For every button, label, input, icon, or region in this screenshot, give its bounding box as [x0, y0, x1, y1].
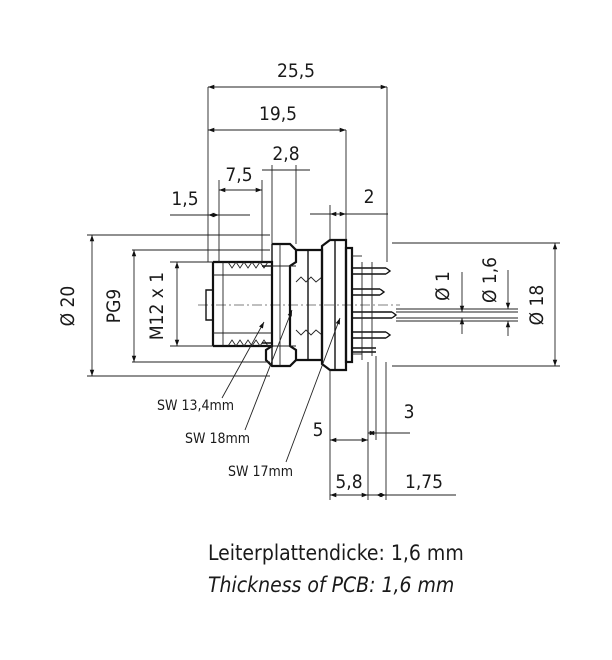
wrench-size-18: SW 18mm: [185, 431, 250, 447]
side-dimensions: [87, 234, 560, 377]
dimension-labels: 25,5 19,5 2,8 7,5 1,5 2 Ø 20 PG9 M12 x 1…: [57, 60, 548, 493]
dim-diameter-1: Ø 1: [432, 271, 454, 301]
dim-2-8: 2,8: [272, 143, 299, 165]
dim-2: 2: [364, 186, 375, 208]
connector-body: [198, 238, 400, 372]
dim-25-5: 25,5: [277, 60, 315, 82]
wrench-size-13-4: SW 13,4mm: [157, 398, 234, 414]
wrench-size-17: SW 17mm: [228, 464, 293, 480]
dim-pg9: PG9: [103, 289, 125, 323]
dim-diameter-1-6: Ø 1,6: [479, 257, 501, 303]
wrench-leaders: [221, 309, 341, 463]
dim-1-5: 1,5: [171, 188, 198, 210]
caption: Leiterplattendicke: 1,6 mm Thickness of …: [208, 541, 464, 597]
caption-english: Thickness of PCB: 1,6 mm: [208, 573, 454, 597]
bottom-dimensions: [329, 356, 456, 500]
dim-1-75: 1,75: [405, 471, 443, 493]
dim-diameter-20: Ø 20: [57, 286, 79, 327]
dim-5: 5: [313, 419, 324, 441]
dim-m12: M12 x 1: [146, 272, 168, 340]
top-dimensions: [170, 84, 388, 262]
dim-diameter-18: Ø 18: [526, 285, 548, 326]
wrench-labels: SW 13,4mm SW 18mm SW 17mm: [157, 398, 293, 480]
dim-3: 3: [404, 401, 415, 423]
dim-5-8: 5,8: [335, 471, 362, 493]
caption-german: Leiterplattendicke: 1,6 mm: [208, 541, 464, 565]
pcb-pins: [352, 262, 398, 360]
dim-19-5: 19,5: [259, 103, 297, 125]
dim-7-5: 7,5: [225, 164, 252, 186]
